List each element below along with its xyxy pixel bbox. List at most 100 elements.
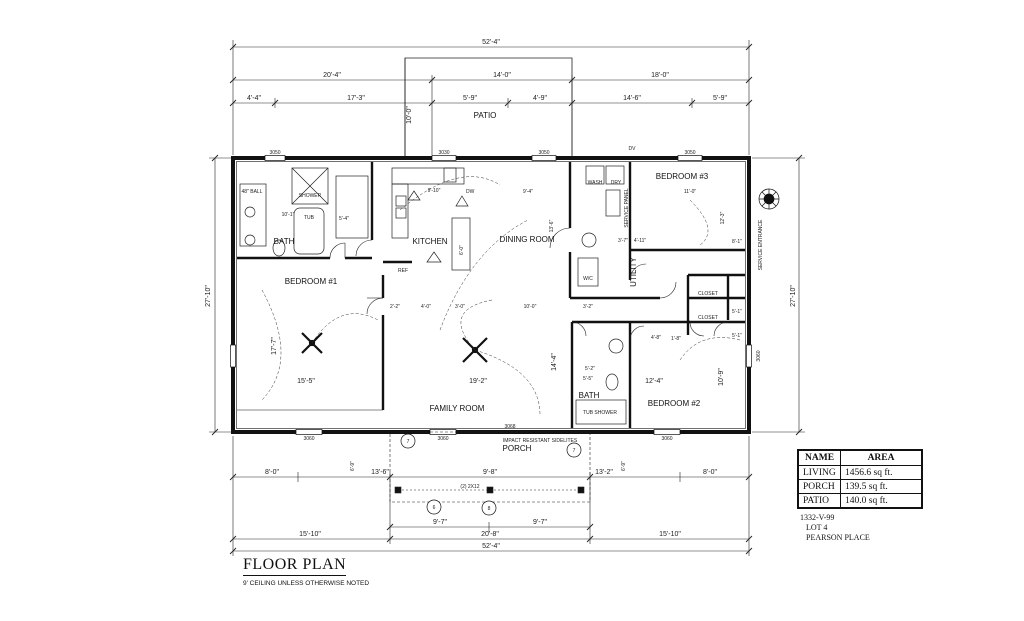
table-row: PORCH 139.5 sq ft. [797,479,923,494]
room-label-family: FAMILY ROOM [430,404,485,413]
dim-top-row3-2: 17'-3" [347,95,365,102]
utility-dv-label: DV [629,146,637,152]
family-dim-w: 19'-2" [469,378,487,385]
bed1-dim-h: 17'-7" [271,337,278,355]
svg-text:3060: 3060 [303,436,314,442]
svg-text:3050: 3050 [269,150,280,156]
area-row-name: LIVING [797,465,842,480]
room-label-kitchen: KITCHEN [412,237,447,246]
dim-bottom-row3-2: 20'-8" [481,531,499,538]
title-block: FLOOR PLAN 9' CEILING UNLESS OTHERWISE N… [243,556,369,587]
bed2-dim-d: 4'-8" [651,335,661,341]
area-table-header: NAME AREA [797,449,923,466]
svg-text:3060: 3060 [437,436,448,442]
svg-text:3030: 3030 [438,150,449,156]
svg-text:3060: 3060 [661,436,672,442]
dim-bottom-row1-3: 9'-8" [483,469,497,476]
svg-text:3050: 3050 [684,150,695,156]
room-label-bath2: BATH [579,391,600,400]
area-row-value: 139.5 sq ft. [840,479,923,494]
area-row-name: PORCH [797,479,842,494]
bath1-grab-label: 48" BALL [242,189,263,195]
bath1-dim-w: 5'-4" [339,216,349,222]
hall-dim-4: 3'-2" [583,304,593,310]
top-dimension-lines [229,40,753,155]
bath1-fixtures [239,167,369,257]
dim-top-row2-3: 18'-0" [651,72,669,79]
hall-dim-3: 2'-2" [390,304,400,310]
room-label-bedroom2: BEDROOM #2 [648,399,701,408]
kitchen-fixtures [391,167,471,271]
table-row: LIVING 1456.6 sq ft. [797,465,923,480]
utility-dim: 4'-11" [634,238,647,244]
dining-dim-w: 9'-4" [523,189,533,195]
room-label-wic: W/C [583,276,593,282]
bath1-tub-label: TUB [304,215,315,221]
svg-text:3060: 3060 [756,350,762,361]
bath1-dim-h: 10'-1" [282,212,295,218]
kitchen-ref-label: REF [398,268,408,274]
room-label-bath1: BATH [274,237,295,246]
room-label-utility: UTILITY [629,256,638,286]
dim-left-depth: 27'-10" [205,285,212,307]
kitchen-side2-dim: 6'-0" [459,245,465,255]
dim-bottom-row3-3: 15'-10" [659,531,681,538]
doors [329,227,729,341]
patio-outline [404,57,573,158]
area-row-value: 1456.6 sq ft. [840,465,923,480]
dim-bottom-overall: 52'-4" [482,543,500,550]
lot-info: 1332-V-99 LOT 4 PEARSON PLACE [800,513,870,543]
bed2-dim-h: 10'-9" [718,368,725,386]
dim-bottom-row2-2: 9'-7" [533,519,547,526]
room-label-closet-b: CLOSET [698,315,718,321]
dim-top-row2-1: 20'-4" [323,72,341,79]
interior-walls [237,162,745,428]
utility-wash-label: WASH [588,180,603,186]
dim-top-row3-1: 4'-4" [247,95,261,102]
dim-top-row3-5: 14'-6" [623,95,641,102]
kitchen-dim-w: 9'-10" [428,188,441,194]
utility-dry-label: DRY [611,180,622,186]
area-row-name: PATIO [797,493,842,509]
room-label-bedroom1: BEDROOM #1 [285,277,338,286]
window-labels: 3050 3030 3050 3050 3060 3060 3060 3060 [269,150,762,442]
dim-bottom-row1-1: 8'-0" [265,469,279,476]
impact-label: IMPACT RESISTANT SIDELITES [503,438,578,444]
dim-top-row2-2: 14'-0" [493,72,511,79]
dim-top-row3-4: 4'-9" [533,95,547,102]
bed3-dim-w: 11'-0" [684,189,697,195]
plan-title: FLOOR PLAN [243,556,347,576]
hall-dim-1: 4'-0" [421,304,431,310]
marker-8: 8 [488,506,491,512]
room-label-closet-a: CLOSET [698,291,718,297]
room-label-porch: PORCH [503,444,532,453]
detail-markers [400,433,582,516]
marker-7-right: 7 [573,448,576,454]
bath2-tub-label: TUB SHOWER [583,410,617,416]
porch-depth-dim-left: 6'-9" [350,461,356,471]
bottom-dimension-lines [229,436,753,556]
electrical-wiring [261,176,741,416]
bath2-dim-h: 5'-5" [583,376,593,382]
room-label-dining: DINING ROOM [499,235,554,244]
table-row: PATIO 140.0 sq ft. [797,493,923,509]
bath2-dim-w: 5'-2" [585,366,595,372]
lot-number: LOT 4 [806,523,828,532]
plan-subtitle: 9' CEILING UNLESS OTHERWISE NOTED [243,580,370,587]
area-table: NAME AREA LIVING 1456.6 sq ft. PORCH 139… [797,449,924,509]
dim-bottom-row1-2: 13'-6" [371,469,389,476]
closet-dim-b: 5'-1" [732,333,742,339]
porch-beam-label: (2) 2X12 [460,484,479,490]
front-door-label: 3068 [504,424,515,430]
dim-bottom-row2-1: 9'-7" [433,519,447,526]
utility-dim2: 3'-7" [618,238,628,244]
bath1-shower-label: SHOWER [299,193,322,199]
kitchen-dw-label: DW [466,189,475,195]
closet-dim-c: 1'-8" [671,336,681,342]
hall-dim-2: 3'-0" [455,304,465,310]
utility-panel-label: SERVICE PANEL [624,188,630,227]
dining-dim-h: 13'-6" [549,219,555,232]
dim-right-depth: 27'-10" [790,285,797,307]
service-entrance-label: SERVICE ENTRANCE [758,219,764,270]
